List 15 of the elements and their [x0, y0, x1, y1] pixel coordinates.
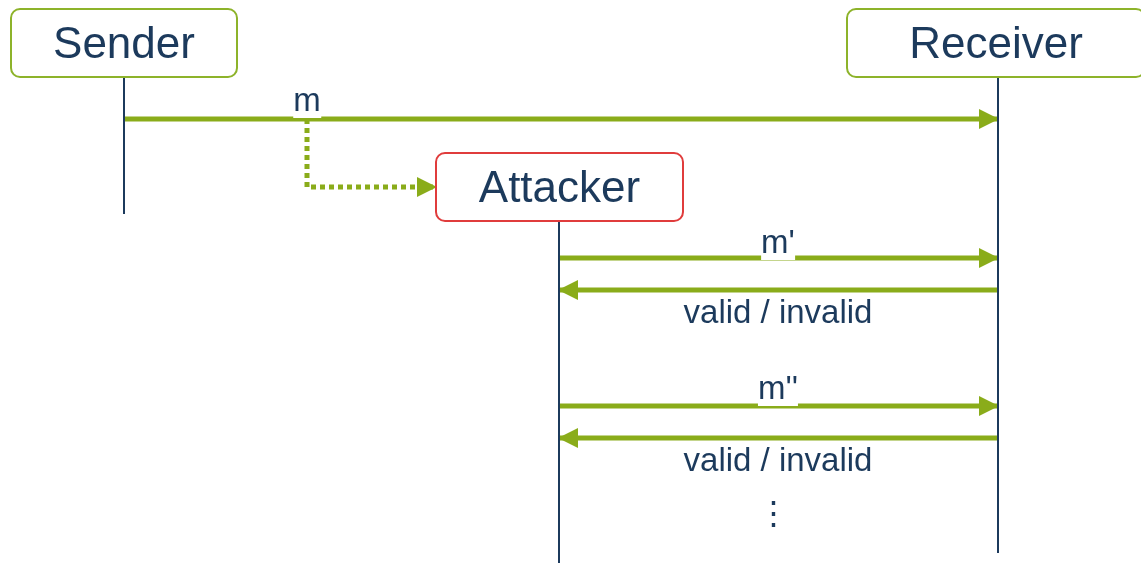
message-arrow [560, 248, 999, 268]
participant-name: Sender [53, 18, 195, 68]
lifeline [123, 78, 125, 214]
lifeline [997, 78, 999, 553]
participant-box [846, 8, 1141, 78]
participant-name: Receiver [909, 18, 1083, 68]
participant-name: Attacker [478, 162, 641, 212]
message-arrow [560, 396, 999, 416]
message-arrow [304, 119, 437, 197]
participant-box [10, 8, 238, 78]
participant-box [435, 152, 684, 222]
lifeline [558, 222, 560, 563]
message-arrow [558, 428, 997, 448]
message-arrow [558, 280, 997, 300]
message-arrow [125, 109, 999, 129]
